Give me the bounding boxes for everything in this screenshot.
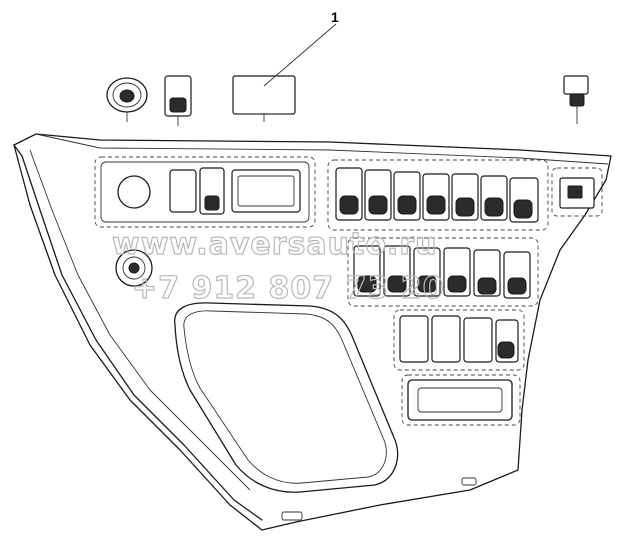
rocker-switch-part (164, 75, 192, 126)
middle-switch-row (347, 237, 539, 307)
upper-right-switch-row (327, 159, 549, 231)
panel-body (13, 133, 612, 531)
storage-tray (401, 374, 521, 426)
display-module-part (232, 75, 296, 122)
watermark-website: www.aversauto.ru (112, 227, 438, 262)
watermark-phone: +7 912 807 73 20 (132, 271, 445, 306)
ignition-lock (115, 249, 153, 287)
shifter-opening (174, 302, 399, 493)
far-right-switch (551, 167, 603, 217)
small-switch-part (563, 75, 589, 124)
callout-leader-line (263, 23, 337, 87)
lower-clips (281, 477, 477, 521)
round-knob-part (106, 77, 148, 122)
callout-number: 1 (331, 9, 339, 25)
lower-switch-row (393, 309, 525, 371)
left-switch-block (94, 156, 316, 228)
